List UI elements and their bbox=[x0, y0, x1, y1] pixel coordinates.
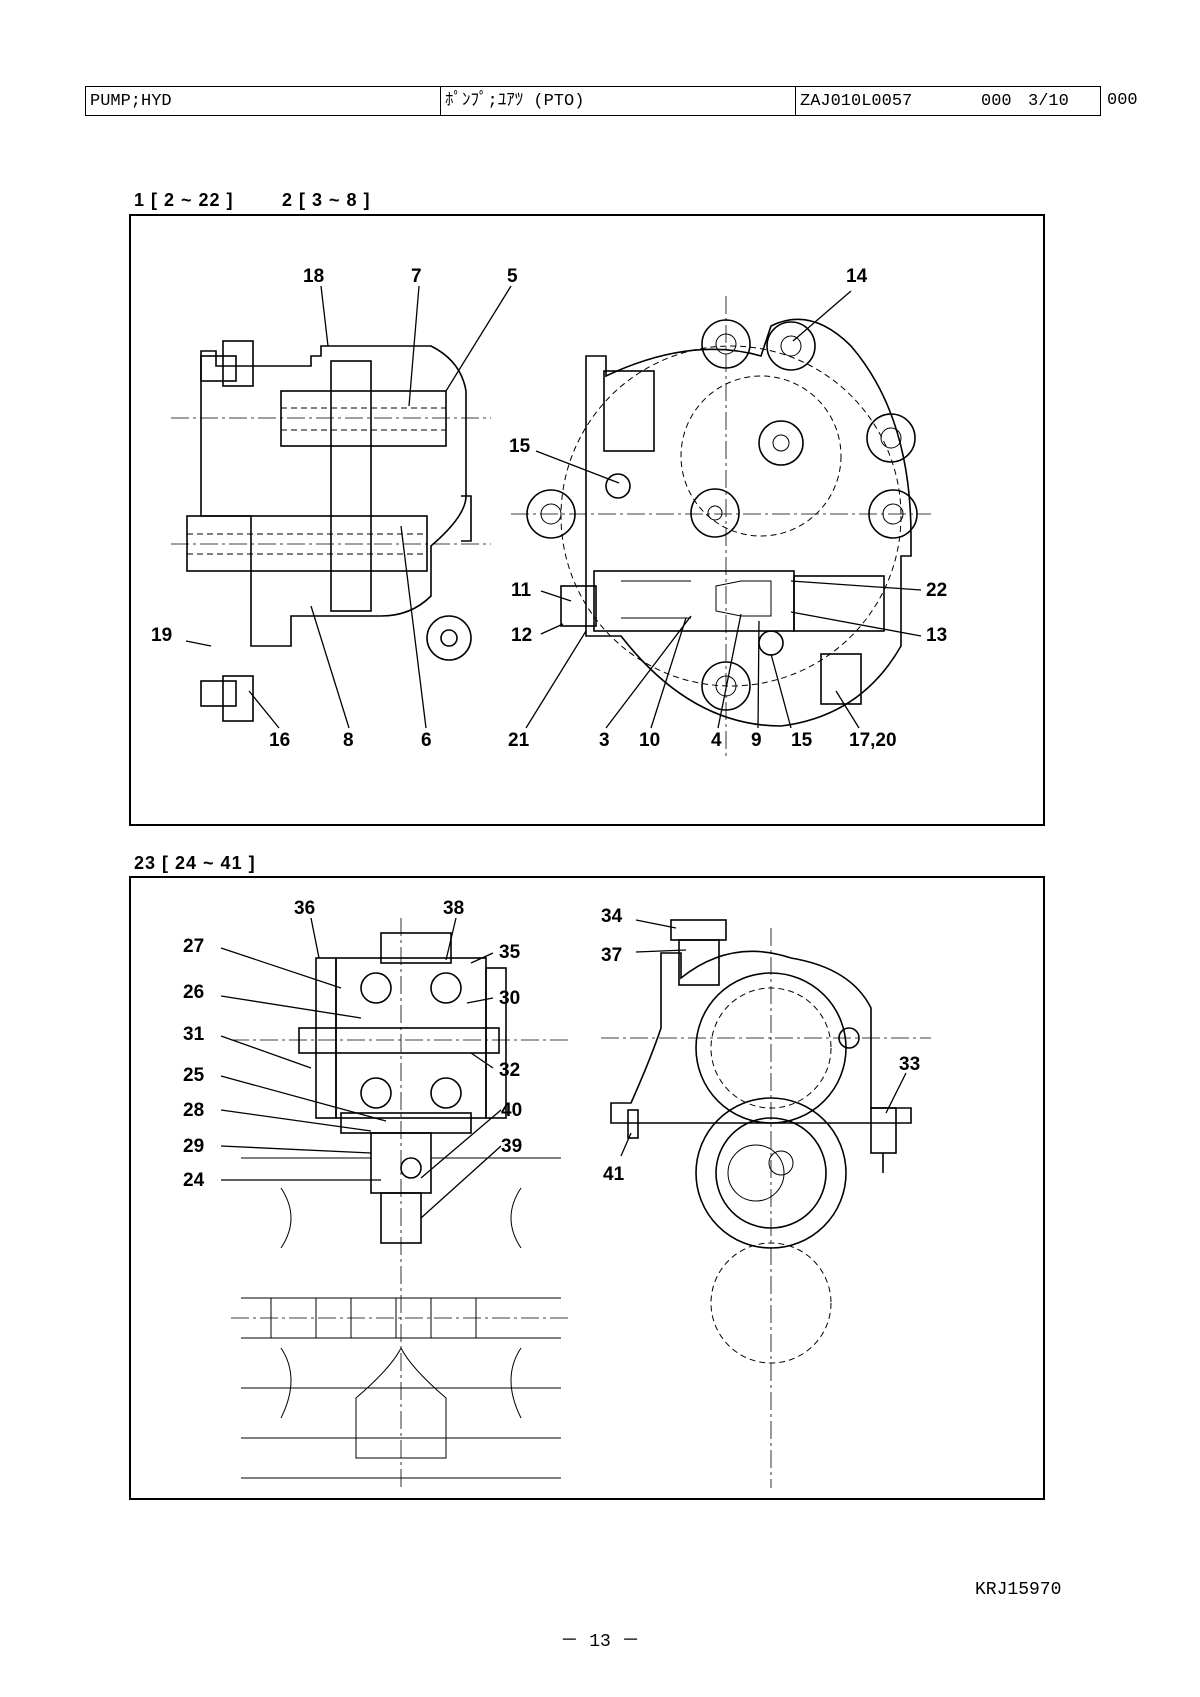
label-19: 19 bbox=[151, 625, 172, 646]
label-12: 12 bbox=[511, 625, 532, 646]
label-27: 27 bbox=[183, 936, 204, 957]
label-24: 24 bbox=[183, 1170, 205, 1191]
label-15a: 15 bbox=[509, 436, 531, 457]
group-caption-1: 1 [ 2 ~ 22 ] bbox=[134, 190, 234, 210]
label-35: 35 bbox=[499, 942, 521, 963]
label-25: 25 bbox=[183, 1065, 205, 1086]
label-21: 21 bbox=[508, 730, 530, 751]
label-9: 9 bbox=[751, 730, 762, 751]
label-40: 40 bbox=[501, 1100, 522, 1121]
pump-side-view bbox=[171, 340, 491, 722]
label-13: 13 bbox=[926, 625, 947, 646]
label-32: 32 bbox=[499, 1060, 520, 1081]
label-10: 10 bbox=[639, 730, 660, 751]
label-14: 14 bbox=[846, 266, 868, 287]
label-31: 31 bbox=[183, 1024, 205, 1045]
group-caption-23: 23 [ 24 ~ 41 ] bbox=[134, 853, 256, 873]
label-34: 34 bbox=[601, 906, 623, 927]
label-18: 18 bbox=[303, 266, 324, 287]
part-code: ZAJ010L0057 bbox=[800, 92, 913, 111]
revision: 000 bbox=[981, 92, 1012, 111]
label-4: 4 bbox=[711, 730, 722, 751]
part-name-cell: PUMP;HYD bbox=[85, 86, 440, 116]
label-22: 22 bbox=[926, 580, 947, 601]
label-5: 5 bbox=[507, 266, 518, 287]
label-39: 39 bbox=[501, 1136, 522, 1157]
document-id: KRJ15970 bbox=[975, 1580, 1062, 1600]
label-26: 26 bbox=[183, 982, 204, 1003]
bottom-leaders bbox=[220, 917, 907, 1219]
bottom-diagram-frame: 36 38 27 35 26 30 31 32 25 28 40 29 39 2… bbox=[129, 876, 1045, 1500]
pto-end-view bbox=[601, 919, 931, 1488]
top-diagram: 18 7 5 14 15 11 12 22 13 19 16 8 6 21 3 … bbox=[151, 266, 947, 756]
label-36: 36 bbox=[294, 898, 315, 919]
label-6: 6 bbox=[421, 730, 432, 751]
label-3: 3 bbox=[599, 730, 610, 751]
top-diagram-frame: 18 7 5 14 15 11 12 22 13 19 16 8 6 21 3 … bbox=[129, 214, 1045, 826]
label-29: 29 bbox=[183, 1136, 204, 1157]
label-7: 7 bbox=[411, 266, 422, 287]
label-8: 8 bbox=[343, 730, 354, 751]
label-38: 38 bbox=[443, 898, 464, 919]
sheet-number: 3/10 bbox=[1028, 92, 1069, 111]
label-41: 41 bbox=[603, 1164, 625, 1185]
part-name-jp-cell: ﾎﾟﾝﾌﾟ;ﾕｱﾂ (PTO) bbox=[440, 86, 795, 116]
label-11: 11 bbox=[511, 580, 532, 601]
label-15b: 15 bbox=[791, 730, 813, 751]
revision-2: 000 bbox=[1107, 91, 1138, 110]
part-name: PUMP;HYD bbox=[90, 92, 172, 111]
page-number: － 13 － bbox=[560, 1632, 640, 1652]
label-30: 30 bbox=[499, 988, 520, 1009]
label-37: 37 bbox=[601, 945, 622, 966]
part-code-cell: ZAJ010L0057 000 3/10 bbox=[795, 86, 1101, 116]
label-17-20: 17,20 bbox=[849, 730, 897, 751]
pto-section-view bbox=[231, 918, 571, 1488]
label-28: 28 bbox=[183, 1100, 204, 1121]
pump-end-view bbox=[511, 296, 931, 756]
label-33: 33 bbox=[899, 1054, 920, 1075]
part-name-jp: ﾎﾟﾝﾌﾟ;ﾕｱﾂ (PTO) bbox=[445, 92, 585, 111]
label-16: 16 bbox=[269, 730, 290, 751]
bottom-diagram: 36 38 27 35 26 30 31 32 25 28 40 29 39 2… bbox=[183, 898, 931, 1488]
top-leaders bbox=[185, 285, 922, 729]
header-table: PUMP;HYD ﾎﾟﾝﾌﾟ;ﾕｱﾂ (PTO) ZAJ010L0057 000… bbox=[85, 86, 1138, 118]
group-caption-2: 2 [ 3 ~ 8 ] bbox=[282, 190, 371, 210]
